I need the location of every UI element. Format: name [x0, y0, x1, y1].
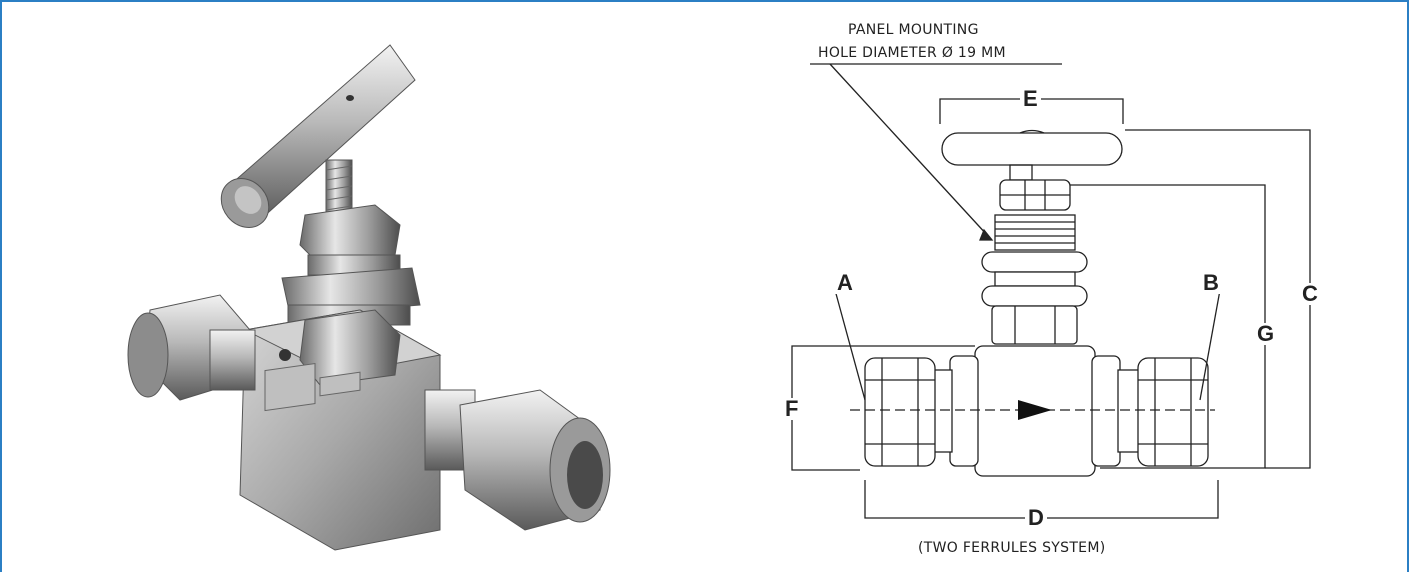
left-fitting [127, 294, 256, 401]
dimension-label-e: E [1020, 88, 1041, 110]
panel-mounting-note-line2: HOLE DIAMETER Ø 19 MM [818, 45, 1006, 61]
t-handle [220, 44, 416, 228]
bonnet-nuts [281, 204, 421, 326]
right-fitting [424, 389, 611, 531]
valve-photo [127, 44, 611, 551]
dimension-label-f: F [782, 398, 802, 420]
ferrule-system-note: (TWO FERRULES SYSTEM) [918, 540, 1106, 556]
dimension-label-d: D [1025, 507, 1047, 529]
dimension-label-a: A [834, 272, 856, 294]
dimension-label-c: C [1299, 283, 1321, 305]
dimension-drawing: PANEL MOUNTING HOLE DIAMETER Ø 19 MM (TW… [770, 0, 1370, 572]
dimension-label-b: B [1200, 272, 1222, 294]
dimension-label-g: G [1254, 323, 1278, 345]
panel-mounting-note-line1: PANEL MOUNTING [848, 22, 979, 38]
valve-body [239, 309, 442, 551]
